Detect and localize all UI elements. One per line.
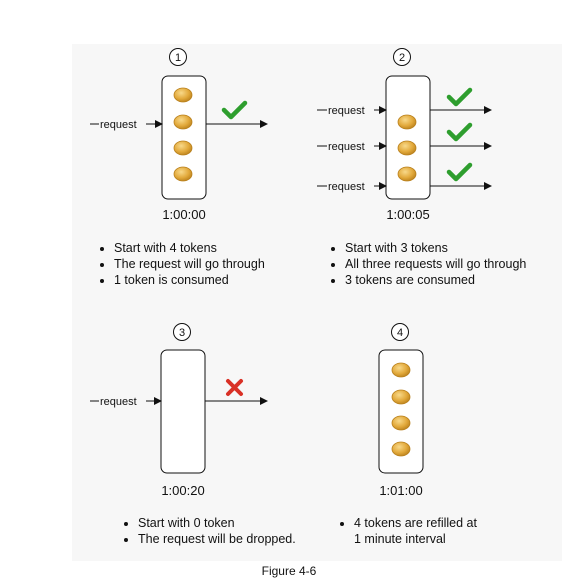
figure-caption: Figure 4-6 [261, 564, 317, 578]
step-number: 3 [179, 327, 185, 339]
coin-icon [397, 114, 417, 130]
token-bucket [378, 349, 424, 474]
token-coins [397, 114, 417, 182]
step-number: 1 [175, 52, 181, 64]
note-item: 4 tokens are refilled at [354, 515, 477, 531]
token-bucket [161, 75, 207, 200]
note-item: The request will be dropped. [138, 531, 296, 547]
note-item: Start with 3 tokens [345, 240, 526, 256]
request-label: request [328, 181, 365, 193]
note-item: 1 minute interval [354, 532, 446, 546]
timestamp: 1:00:05 [386, 207, 429, 222]
step-number-badge [173, 323, 191, 341]
request-label: request [100, 119, 137, 131]
scenario-3-notes: Start with 0 token The request will be d… [120, 515, 296, 547]
coin-icon [397, 140, 417, 156]
timestamp: 1:01:00 [379, 483, 422, 498]
scenario-3: 3 request 1:00:20 [90, 323, 268, 498]
figure-background [72, 44, 562, 561]
cross-mark-icon [226, 379, 243, 396]
scenario-1: 1 request 1:00:00 [90, 48, 268, 222]
coin-icon [173, 140, 193, 156]
scenario-4-notes: 4 tokens are refilled at 1 minute interv… [336, 515, 477, 547]
scenario-2: 2 request request request 1:00:05 [317, 48, 492, 222]
coin-icon [391, 441, 411, 457]
coin-icon [173, 114, 193, 130]
timestamp: 1:00:20 [161, 483, 204, 498]
scenario-4: 4 1:01:00 [378, 323, 424, 498]
coin-icon [391, 389, 411, 405]
step-number: 2 [399, 52, 405, 64]
step-number: 4 [397, 327, 403, 339]
check-mark-icon [446, 87, 473, 107]
note-item: 1 token is consumed [114, 272, 265, 288]
note-item: All three requests will go through [345, 256, 526, 272]
note-item: Start with 0 token [138, 515, 296, 531]
step-number-badge [169, 48, 187, 66]
coin-icon [391, 415, 411, 431]
coin-icon [397, 166, 417, 182]
check-mark-icon [446, 162, 473, 182]
note-item: Start with 4 tokens [114, 240, 265, 256]
note-item: The request will go through [114, 256, 265, 272]
token-coins [173, 87, 193, 182]
token-bucket [160, 349, 206, 474]
coin-icon [173, 87, 193, 103]
check-mark-icon [446, 122, 473, 142]
token-coins [391, 362, 411, 457]
request-label: request [328, 105, 365, 117]
scenario-1-notes: Start with 4 tokens The request will go … [96, 240, 265, 288]
request-label: request [100, 396, 137, 408]
step-number-badge [391, 323, 409, 341]
coin-icon [391, 362, 411, 378]
request-label: request [328, 141, 365, 153]
check-mark-icon [221, 100, 248, 120]
coin-icon [173, 166, 193, 182]
timestamp: 1:00:00 [162, 207, 205, 222]
note-item: 3 tokens are consumed [345, 272, 526, 288]
token-bucket [385, 75, 431, 200]
step-number-badge [393, 48, 411, 66]
scenario-2-notes: Start with 3 tokens All three requests w… [327, 240, 526, 288]
